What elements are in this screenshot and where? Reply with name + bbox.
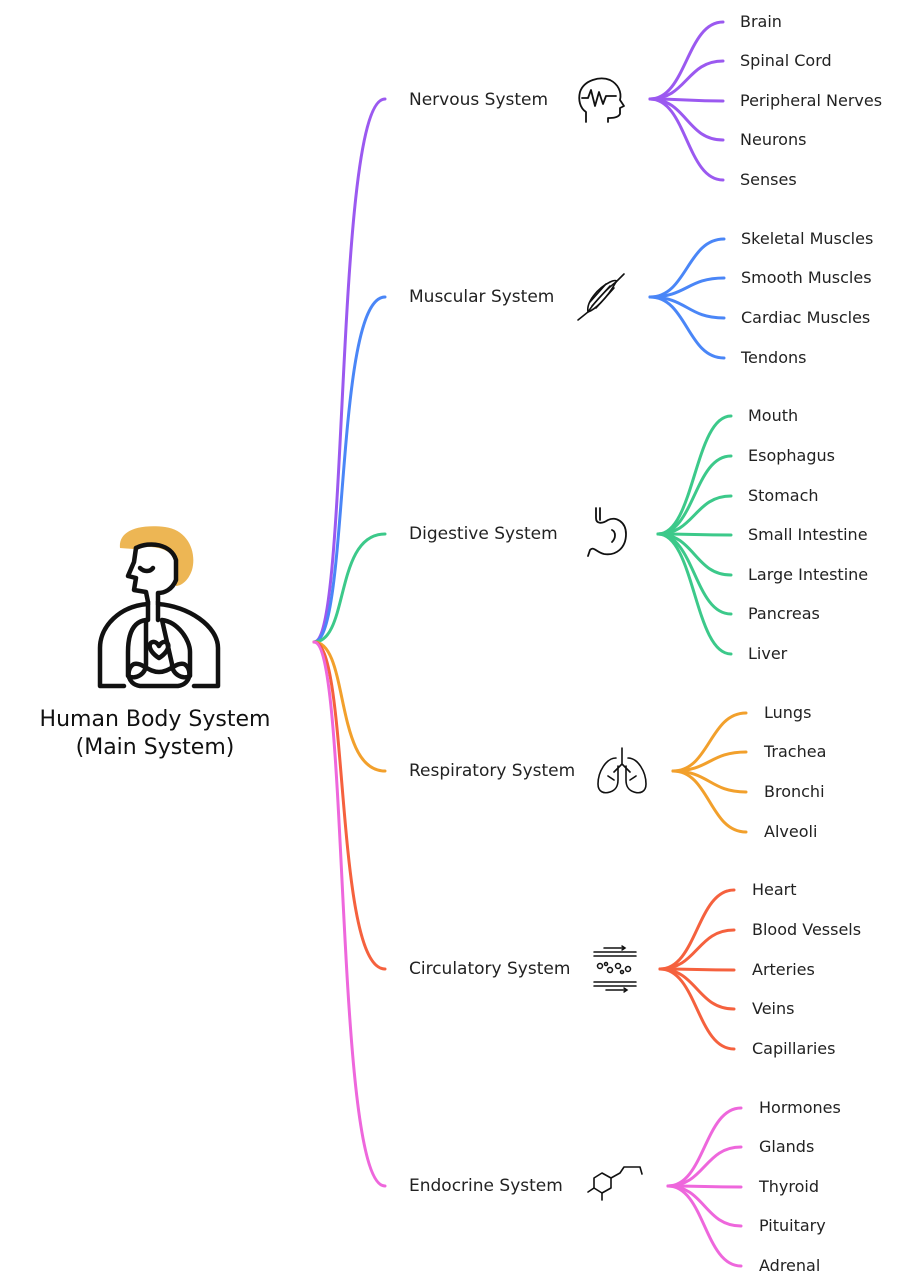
leaf-peripheral-nerves: Peripheral Nerves [740, 91, 883, 110]
leaf-connector [648, 237, 726, 299]
leaf-skeletal-muscles: Skeletal Muscles [741, 229, 874, 248]
leaf-esophagus: Esophagus [748, 446, 835, 465]
leaf-hormones: Hormones [759, 1098, 841, 1117]
lungs-icon [597, 747, 647, 794]
leaf-connector [648, 59, 725, 101]
leaf-alveoli: Alveoli [764, 822, 818, 841]
leaf-tendons: Tendons [741, 348, 807, 367]
leaf-bronchi: Bronchi [764, 782, 825, 801]
leaf-cardiac-muscles: Cardiac Muscles [741, 308, 871, 327]
leaf-blood-vessels: Blood Vessels [752, 920, 862, 939]
leaf-connector [666, 1106, 743, 1188]
leaf-connector [671, 769, 748, 834]
human-body-icon [97, 526, 221, 689]
leaf-pancreas: Pancreas [748, 604, 820, 623]
hormone-molecule-icon [587, 1166, 643, 1201]
branch-label-muscular: Muscular System [409, 287, 555, 307]
leaf-glands: Glands [759, 1137, 815, 1156]
leaf-connector [656, 414, 733, 536]
leaf-connector [666, 1145, 743, 1188]
leaf-adrenal: Adrenal [759, 1256, 821, 1275]
root-title-line1: Human Body System [39, 707, 271, 732]
branch-connector [312, 640, 387, 971]
branch-connector [312, 97, 387, 644]
leaf-pituitary: Pituitary [759, 1216, 826, 1235]
icons [577, 77, 647, 1201]
leaf-veins: Veins [752, 999, 795, 1018]
leaf-arteries: Arteries [752, 960, 815, 979]
stomach-icon [587, 507, 627, 557]
leaf-connector [648, 97, 725, 182]
branch-connector [312, 532, 387, 644]
leaf-heart: Heart [752, 880, 797, 899]
leaf-connector [671, 711, 748, 773]
blood-flow-icon [593, 945, 637, 993]
leaf-trachea: Trachea [764, 742, 827, 761]
leaf-connector [666, 1184, 743, 1268]
leaf-lungs: Lungs [764, 703, 812, 722]
root-title-line2: (Main System) [75, 735, 235, 760]
leaf-connector [656, 532, 733, 656]
leaf-connector [658, 888, 736, 971]
leaf-mouth: Mouth [748, 406, 799, 425]
branch-label-nervous: Nervous System [409, 90, 549, 110]
leaf-liver: Liver [748, 644, 788, 663]
leaf-smooth-muscles: Smooth Muscles [741, 268, 872, 287]
leaf-brain: Brain [740, 12, 782, 31]
leaf-thyroid: Thyroid [759, 1177, 819, 1196]
leaf-senses: Senses [740, 170, 797, 189]
muscle-fiber-icon [577, 273, 625, 321]
branch-connector [312, 640, 387, 773]
leaf-connector [658, 967, 736, 1011]
branch-connector [312, 640, 387, 1188]
leaf-stomach: Stomach [748, 486, 819, 505]
branch-label-circulatory: Circulatory System [409, 959, 571, 979]
leaf-capillaries: Capillaries [752, 1039, 836, 1058]
leaf-spinal-cord: Spinal Cord [740, 51, 832, 70]
leaf-large-intestine: Large Intestine [748, 565, 869, 584]
leaf-connector [656, 454, 733, 536]
leaf-connector [658, 928, 736, 971]
brain-head-icon [578, 77, 625, 123]
branch-connector [312, 295, 387, 644]
leaf-connector [648, 97, 725, 142]
connectors [312, 20, 748, 1268]
root-node-label: Human Body System (Main System) [20, 706, 290, 762]
leaf-connector [648, 295, 726, 360]
branch-label-endocrine: Endocrine System [409, 1176, 563, 1196]
leaf-neurons: Neurons [740, 130, 807, 149]
branch-label-respiratory: Respiratory System [409, 761, 576, 781]
leaf-small-intestine: Small Intestine [748, 525, 868, 544]
leaf-connector [658, 967, 736, 1051]
branch-label-digestive: Digestive System [409, 524, 558, 544]
leaf-connector [648, 20, 725, 101]
leaf-connector [666, 1184, 743, 1228]
